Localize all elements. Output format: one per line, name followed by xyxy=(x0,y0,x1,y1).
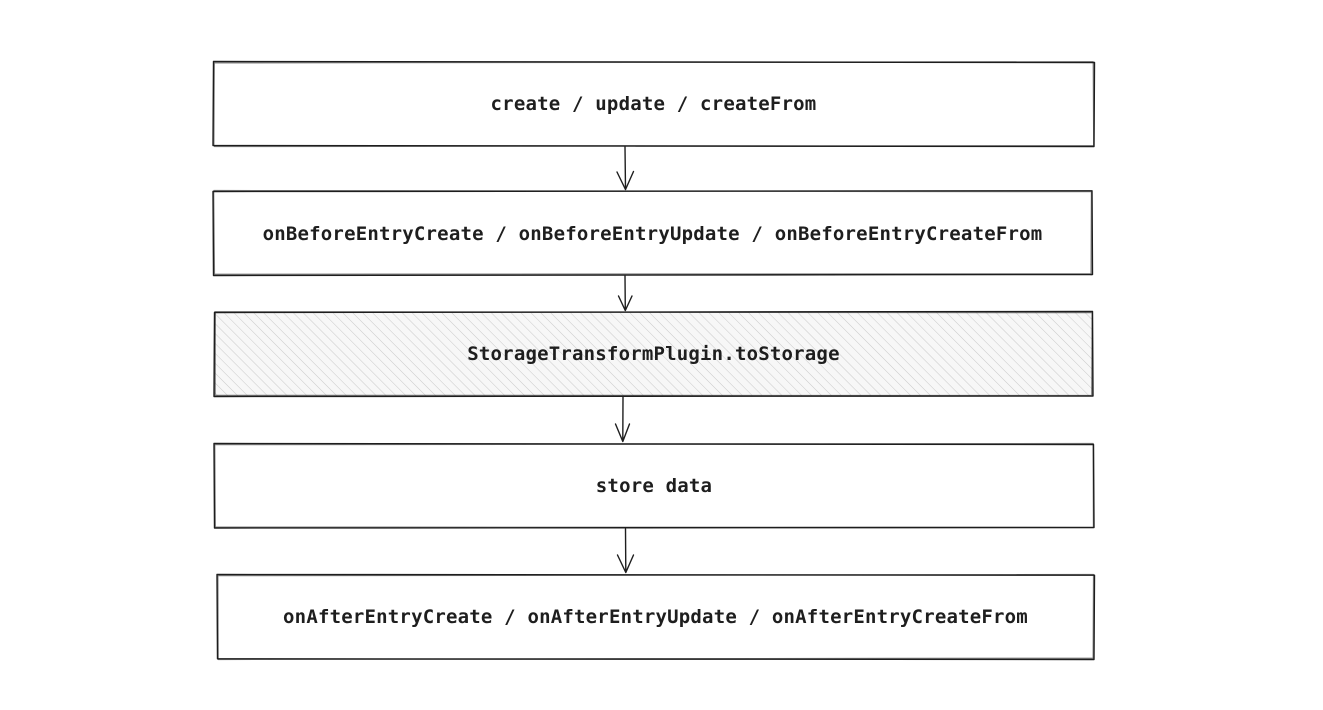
step-label: create / update / createFrom xyxy=(491,93,817,115)
flow-arrow xyxy=(616,146,635,191)
flow-arrow xyxy=(614,396,631,443)
step-box-on-before-entry: onBeforeEntryCreate / onBeforeEntryUpdat… xyxy=(212,189,1094,277)
step-box-storage-transform: StorageTransformPlugin.toStorage xyxy=(213,310,1094,398)
step-box-create-update: create / update / createFrom xyxy=(212,60,1096,148)
step-box-store-data: store data xyxy=(213,442,1095,529)
step-label: StorageTransformPlugin.toStorage xyxy=(467,343,839,365)
step-label: onBeforeEntryCreate / onBeforeEntryUpdat… xyxy=(263,223,1043,245)
step-label: onAfterEntryCreate / onAfterEntryUpdate … xyxy=(283,606,1028,628)
step-label: store data xyxy=(596,475,712,497)
flow-arrow xyxy=(617,275,633,312)
step-box-on-after-entry: onAfterEntryCreate / onAfterEntryUpdate … xyxy=(216,573,1096,661)
flow-arrow xyxy=(616,528,635,574)
